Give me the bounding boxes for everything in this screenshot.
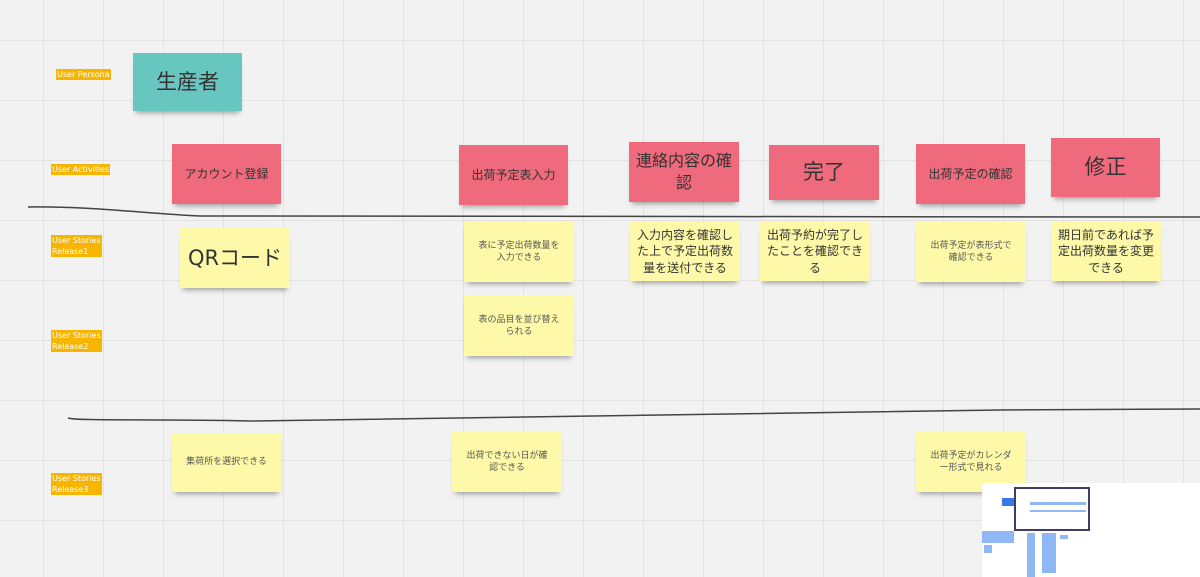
- release2-divider: [67, 408, 1200, 422]
- story-sticky[interactable]: 出荷予定がカレンダー形式で見れる: [916, 432, 1026, 492]
- activity-sticky[interactable]: 完了: [769, 145, 879, 200]
- activity-sticky[interactable]: 修正: [1051, 138, 1160, 197]
- story-sticky[interactable]: 集荷所を選択できる: [172, 433, 281, 492]
- activity-sticky[interactable]: 出荷予定表入力: [459, 145, 568, 205]
- row-label-release2: User Stories Release2: [51, 330, 102, 352]
- story-sticky[interactable]: 表の品目を並び替えられる: [464, 296, 574, 356]
- row-label-activities: User Activities: [51, 164, 111, 175]
- release1-divider: [27, 206, 1200, 218]
- minimap-viewport[interactable]: [1014, 487, 1090, 531]
- story-sticky[interactable]: 期日前であれば予定出荷数量を変更できる: [1051, 222, 1161, 281]
- persona-sticky[interactable]: 生産者: [133, 53, 242, 111]
- row-label-release1: User Stories Release1: [51, 235, 102, 257]
- activity-sticky[interactable]: 連絡内容の確認: [629, 142, 739, 202]
- story-sticky[interactable]: 出荷予定が表形式で確認できる: [916, 222, 1026, 282]
- story-sticky[interactable]: 出荷予約が完了したことを確認できる: [760, 222, 870, 281]
- activity-sticky[interactable]: 出荷予定の確認: [916, 144, 1025, 204]
- story-sticky[interactable]: QRコード: [180, 228, 290, 288]
- activity-sticky[interactable]: アカウント登録: [172, 144, 281, 204]
- story-sticky[interactable]: 表に予定出荷数量を入力できる: [464, 222, 574, 282]
- row-label-persona: User Persona: [56, 69, 111, 80]
- story-sticky[interactable]: 入力内容を確認した上で予定出荷数量を送付できる: [630, 222, 740, 281]
- story-sticky[interactable]: 出荷できない日が確認できる: [452, 432, 562, 492]
- minimap[interactable]: [982, 483, 1200, 577]
- row-label-release3: User Stories Release3: [51, 473, 102, 495]
